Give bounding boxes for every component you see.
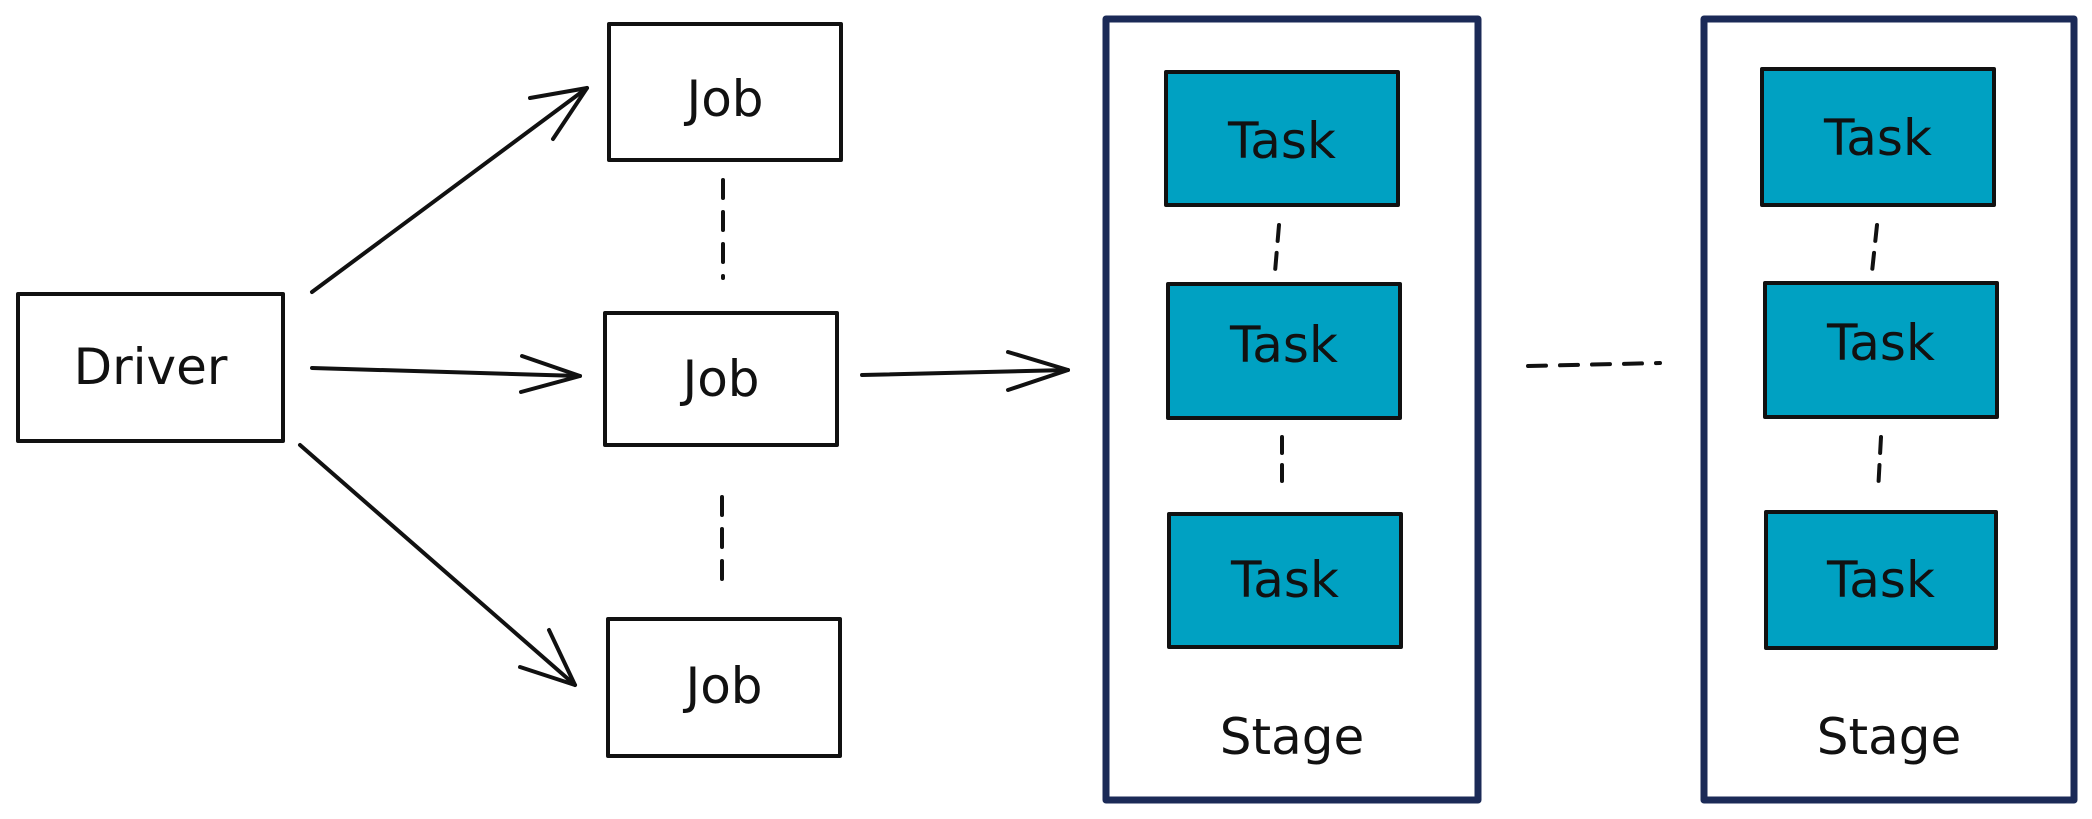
stage-1-task-box-2 [1166, 282, 1402, 420]
stage-1-task-dashed-connector-1 [1273, 223, 1281, 274]
job-box-1 [607, 22, 843, 162]
stage-dashed-connector [1526, 361, 1662, 368]
arrow-job-to-stage [860, 350, 1070, 392]
job-box-3 [606, 617, 842, 758]
stage-2-task-dashed-connector-1 [1870, 223, 1879, 274]
job-box-2 [603, 311, 839, 447]
arrow-driver-to-job-1 [310, 86, 589, 294]
driver-box [16, 292, 285, 443]
stage-2-task-dashed-connector-2 [1876, 435, 1883, 494]
arrow-driver-to-job-2 [310, 354, 582, 394]
stage-2-task-box-2 [1763, 281, 1999, 419]
stage-2-task-box-3 [1764, 510, 1998, 650]
stage-2-task-box-1 [1760, 67, 1996, 207]
stage-1-task-box-3 [1167, 512, 1403, 649]
arrow-driver-to-job-3 [298, 443, 577, 687]
stage-1-task-box-1 [1164, 70, 1400, 207]
